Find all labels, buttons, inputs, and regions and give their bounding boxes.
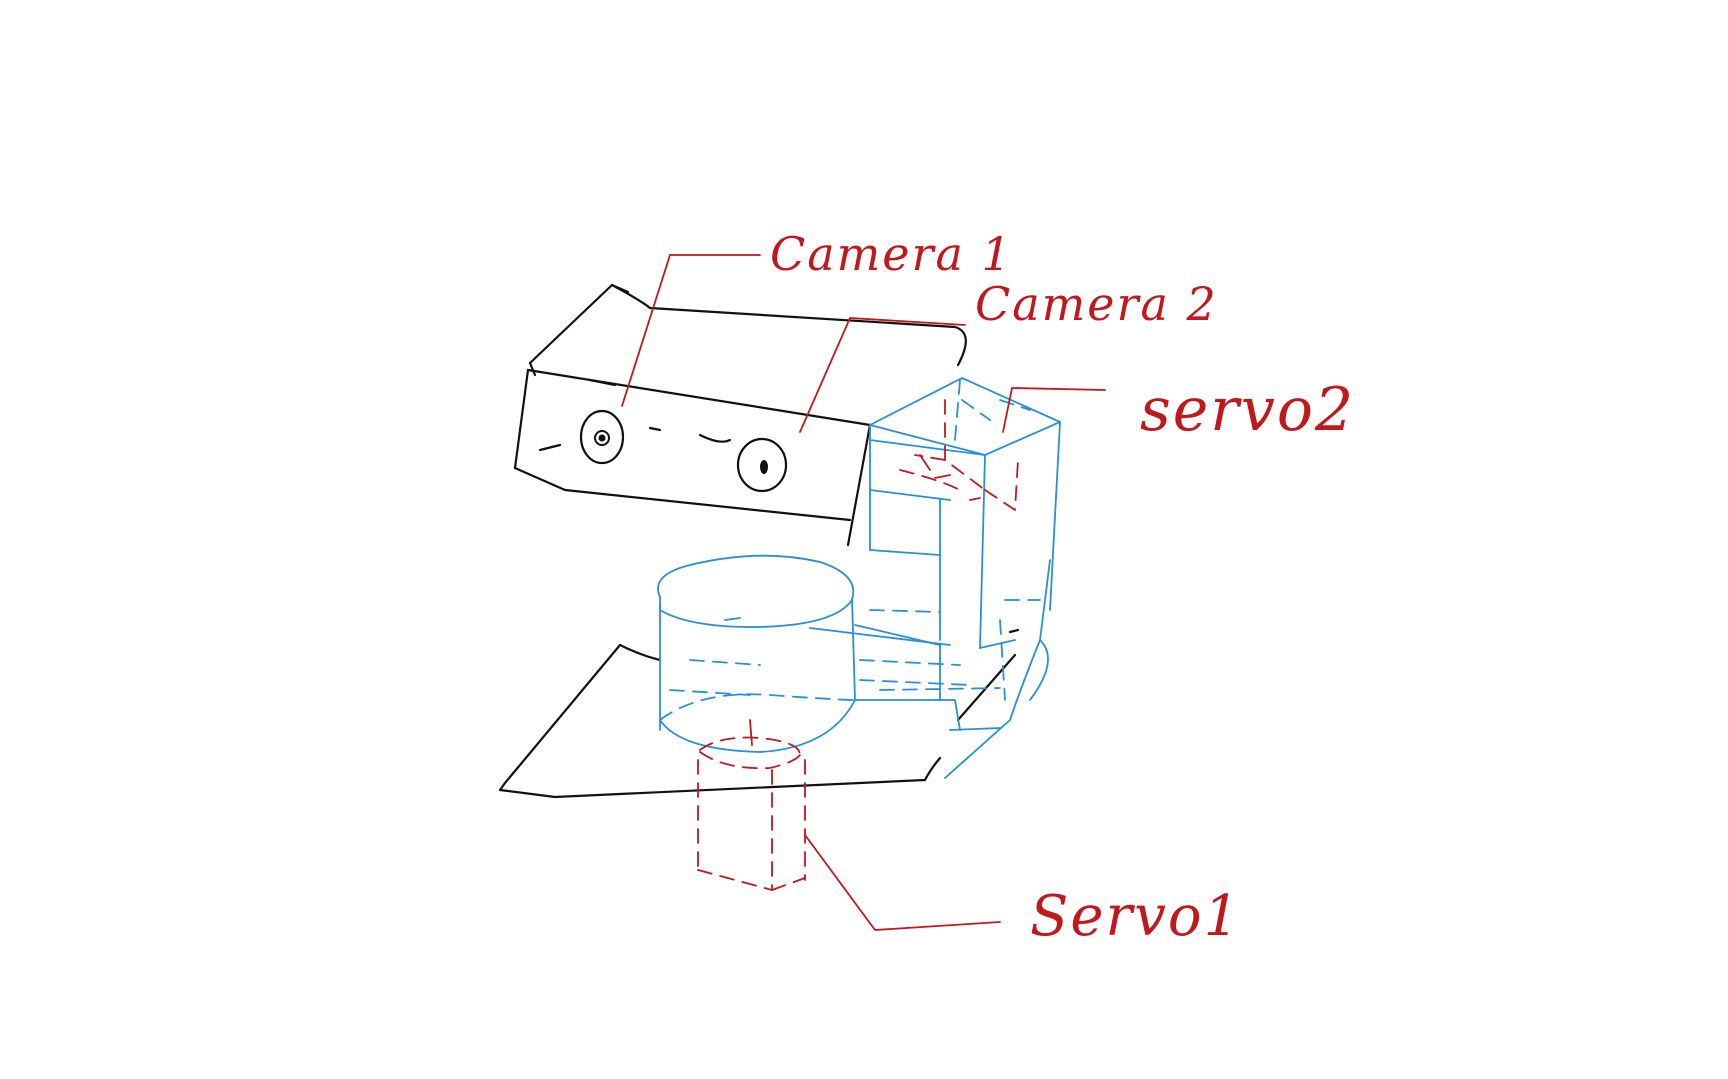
servo1-housing <box>657 554 856 753</box>
l-bracket <box>809 424 1006 731</box>
camera-housing <box>513 283 967 547</box>
camera2-lens-icon <box>736 437 788 493</box>
camera2-label: Camera 2 <box>975 277 1218 331</box>
servo2-label: servo2 <box>1140 375 1355 445</box>
servo2-internal <box>899 399 1019 511</box>
servo1-internal <box>697 719 806 891</box>
camera1-lens-icon <box>579 409 625 465</box>
servo1-label: Servo1 <box>1030 884 1241 949</box>
servo2-housing <box>869 377 1061 779</box>
leader-lines <box>621 254 1106 931</box>
camera1-label: Camera 1 <box>770 227 1013 281</box>
